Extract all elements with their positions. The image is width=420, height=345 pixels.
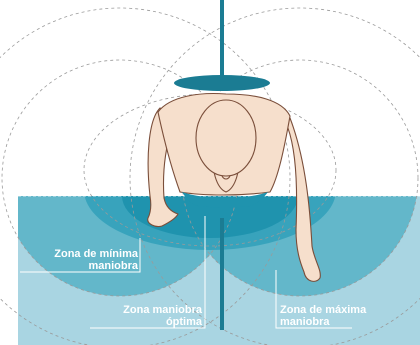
label-zone-optimal-line1: Zona maniobra (123, 304, 203, 316)
leader-lines (20, 216, 352, 329)
label-zone-optimal-line2: óptima (166, 316, 203, 328)
torso-shadow (182, 192, 268, 208)
nose (221, 175, 231, 180)
leader-minimum (20, 238, 141, 273)
left-arm (147, 107, 179, 228)
reach-zones (18, 196, 417, 296)
label-zone-maximum-line2: maniobra (280, 316, 330, 328)
label-zone-minimum-line2: maniobra (88, 260, 138, 272)
leader-maximum (275, 270, 352, 329)
label-zone-maximum-line1: Zona de máxima (280, 304, 367, 316)
leader-optimal (90, 216, 206, 329)
right-arm (277, 109, 321, 282)
head (195, 99, 257, 177)
pole-top (220, 0, 224, 82)
reach-circle-right-outer (129, 7, 420, 345)
reach-circle-left-outer (0, 7, 291, 345)
label-zone-minimum-line1: Zona de mínima (54, 248, 139, 260)
reach-circle-right-inner (181, 59, 419, 297)
shelf-disc (174, 75, 270, 91)
pole-bottom (220, 218, 224, 330)
human-figure (147, 93, 321, 282)
